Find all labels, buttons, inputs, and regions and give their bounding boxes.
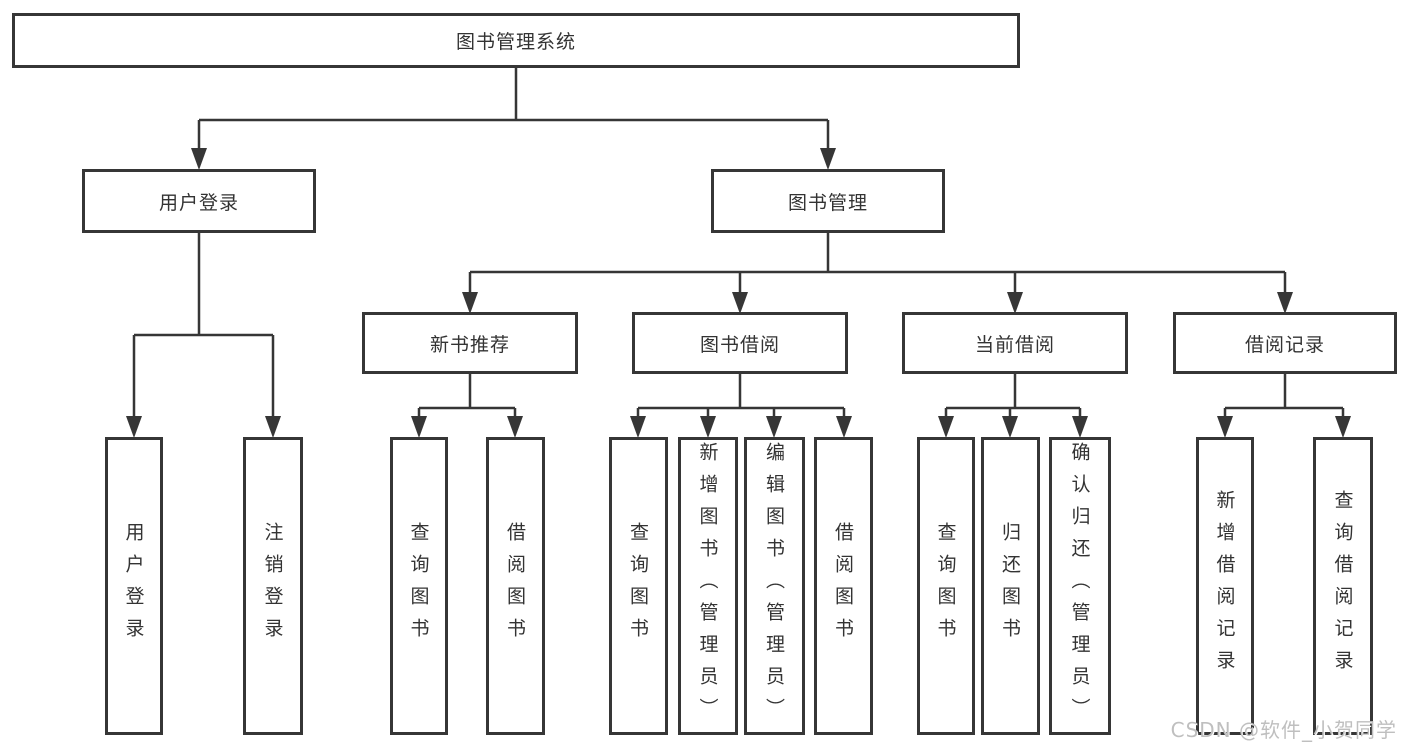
node-borrowing-records: 借阅记录 [1173, 312, 1397, 374]
leaf-newrec-query-books: 查询图书 [390, 437, 448, 735]
node-user-login: 用户登录 [82, 169, 316, 233]
node-book-borrowing: 图书借阅 [632, 312, 848, 374]
leaf-borrow-query-books: 查询图书 [609, 437, 668, 735]
leaf-user-login: 用户登录 [105, 437, 163, 735]
leaf-logout: 注销登录 [243, 437, 303, 735]
leaf-current-confirm-return-admin: 确认归还（管理员） [1049, 437, 1111, 735]
leaf-records-query-record: 查询借阅记录 [1313, 437, 1373, 735]
leaf-records-add-record: 新增借阅记录 [1196, 437, 1254, 735]
leaf-newrec-borrow-books: 借阅图书 [486, 437, 545, 735]
leaf-borrow-edit-books-admin: 编辑图书（管理员） [744, 437, 805, 735]
node-library-management-system: 图书管理系统 [12, 13, 1020, 68]
node-current-borrowing: 当前借阅 [902, 312, 1128, 374]
leaf-current-query-books: 查询图书 [917, 437, 975, 735]
leaf-borrow-borrow-books: 借阅图书 [814, 437, 873, 735]
csdn-watermark: CSDN @软件_小贺同学 [1170, 718, 1397, 742]
node-book-management: 图书管理 [711, 169, 945, 233]
leaf-borrow-add-books-admin: 新增图书（管理员） [678, 437, 738, 735]
node-new-book-recommend: 新书推荐 [362, 312, 578, 374]
leaf-current-return-books: 归还图书 [981, 437, 1040, 735]
